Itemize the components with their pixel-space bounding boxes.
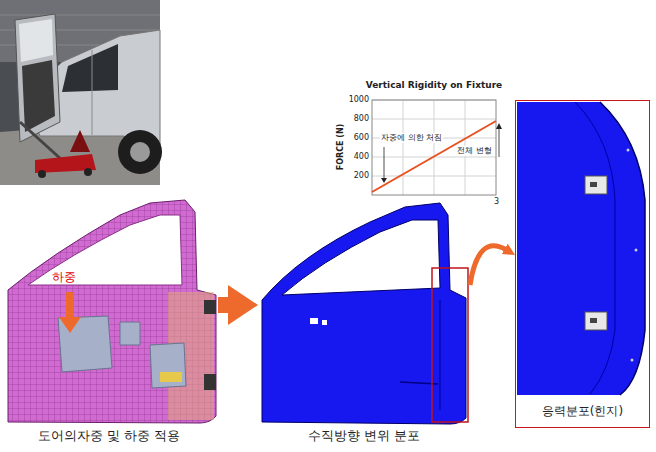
car-photo [0,0,162,185]
axis-title: FORCE (N) [336,124,346,171]
hinge-zoom-part [627,149,630,152]
force-chart-part [381,178,387,183]
car-photo-part [92,50,93,135]
chart-annotation: 전체 변형 [456,146,493,156]
displacement-panel: 수직방향 변위 분포 [258,200,470,450]
force-chart-part [496,123,502,129]
car-photo-part [62,44,118,92]
displacement-door-part [310,318,318,324]
door-mesh-model-part [204,374,216,390]
car-photo-part [22,60,55,132]
force-chart-part [403,100,404,195]
force-chart-part [330,74,510,208]
tick-value: 3 [494,197,499,207]
door-mesh-model-part [204,300,216,314]
force-chart-part [372,121,496,192]
displacement-door-part [282,220,440,295]
car-photo-part [118,130,162,174]
hinge-zoom-part [585,176,607,194]
load-label: 하중 [51,270,77,284]
hinge-zoom-part [590,182,597,187]
force-chart-part [372,100,496,195]
car-photo-part [130,142,150,162]
panel-caption: 응력분포(힌지) [540,403,625,419]
car-photo-part [20,122,62,160]
car-photo-part [84,168,92,176]
door-mesh-model [8,200,216,423]
hinge-zoom-part [635,249,638,252]
panel-caption: 수직방향 변위 분포 [308,428,420,444]
force-chart-part [434,100,435,195]
displacement-door-part [322,320,327,325]
door-mesh-model-part [120,322,140,345]
car-photo-part [19,19,53,62]
chart-annotation: 자중에 의한 처짐 [380,133,443,143]
flow-arrow [218,297,238,313]
car-photo-part [0,15,160,16]
hinge-stress-panel: 응력분포(힌지) [515,100,650,428]
displacement-door-part [432,268,468,422]
car-photo-part [70,130,90,152]
force-chart-part [384,147,385,179]
tick-value: 800 [340,114,369,124]
hinge-zoom-part [575,102,615,394]
displacement-door-part [440,300,441,410]
flow-arrow [470,246,506,285]
hinge-zoom-part [631,359,634,362]
model-panel: 도어의자중 및 하중 적용 [0,195,218,450]
chart-title: Vertical Rigidity on Fixture [349,80,519,91]
car-photo-part [38,170,46,178]
door-mesh-model-part [59,317,81,333]
panel-caption: 도어의자중 및 하중 적용 [38,428,180,444]
force-chart [330,74,510,208]
door-mesh-model-part [58,316,112,372]
tick-value: 200 [340,171,369,181]
door-mesh-model-part [28,215,182,285]
hinge-zoom [517,102,645,395]
door-mesh-model-part [8,200,216,423]
car-photo-part [0,0,160,185]
door-mesh-model-part [66,292,74,318]
force-chart-part [499,128,500,157]
hinge-zoom-part [590,318,597,323]
hinge-zoom-part [517,102,645,395]
tick-value: 400 [340,152,369,162]
door-mesh-model-part [160,372,182,382]
displacement-door [262,203,468,424]
hinge-zoom-part [585,312,607,330]
hinge-zoom-part [600,102,645,395]
door-mesh-model-part [150,343,186,388]
tick-value: 600 [340,133,369,143]
tick-value: 1000 [340,95,369,105]
displacement-door-part [262,203,466,424]
